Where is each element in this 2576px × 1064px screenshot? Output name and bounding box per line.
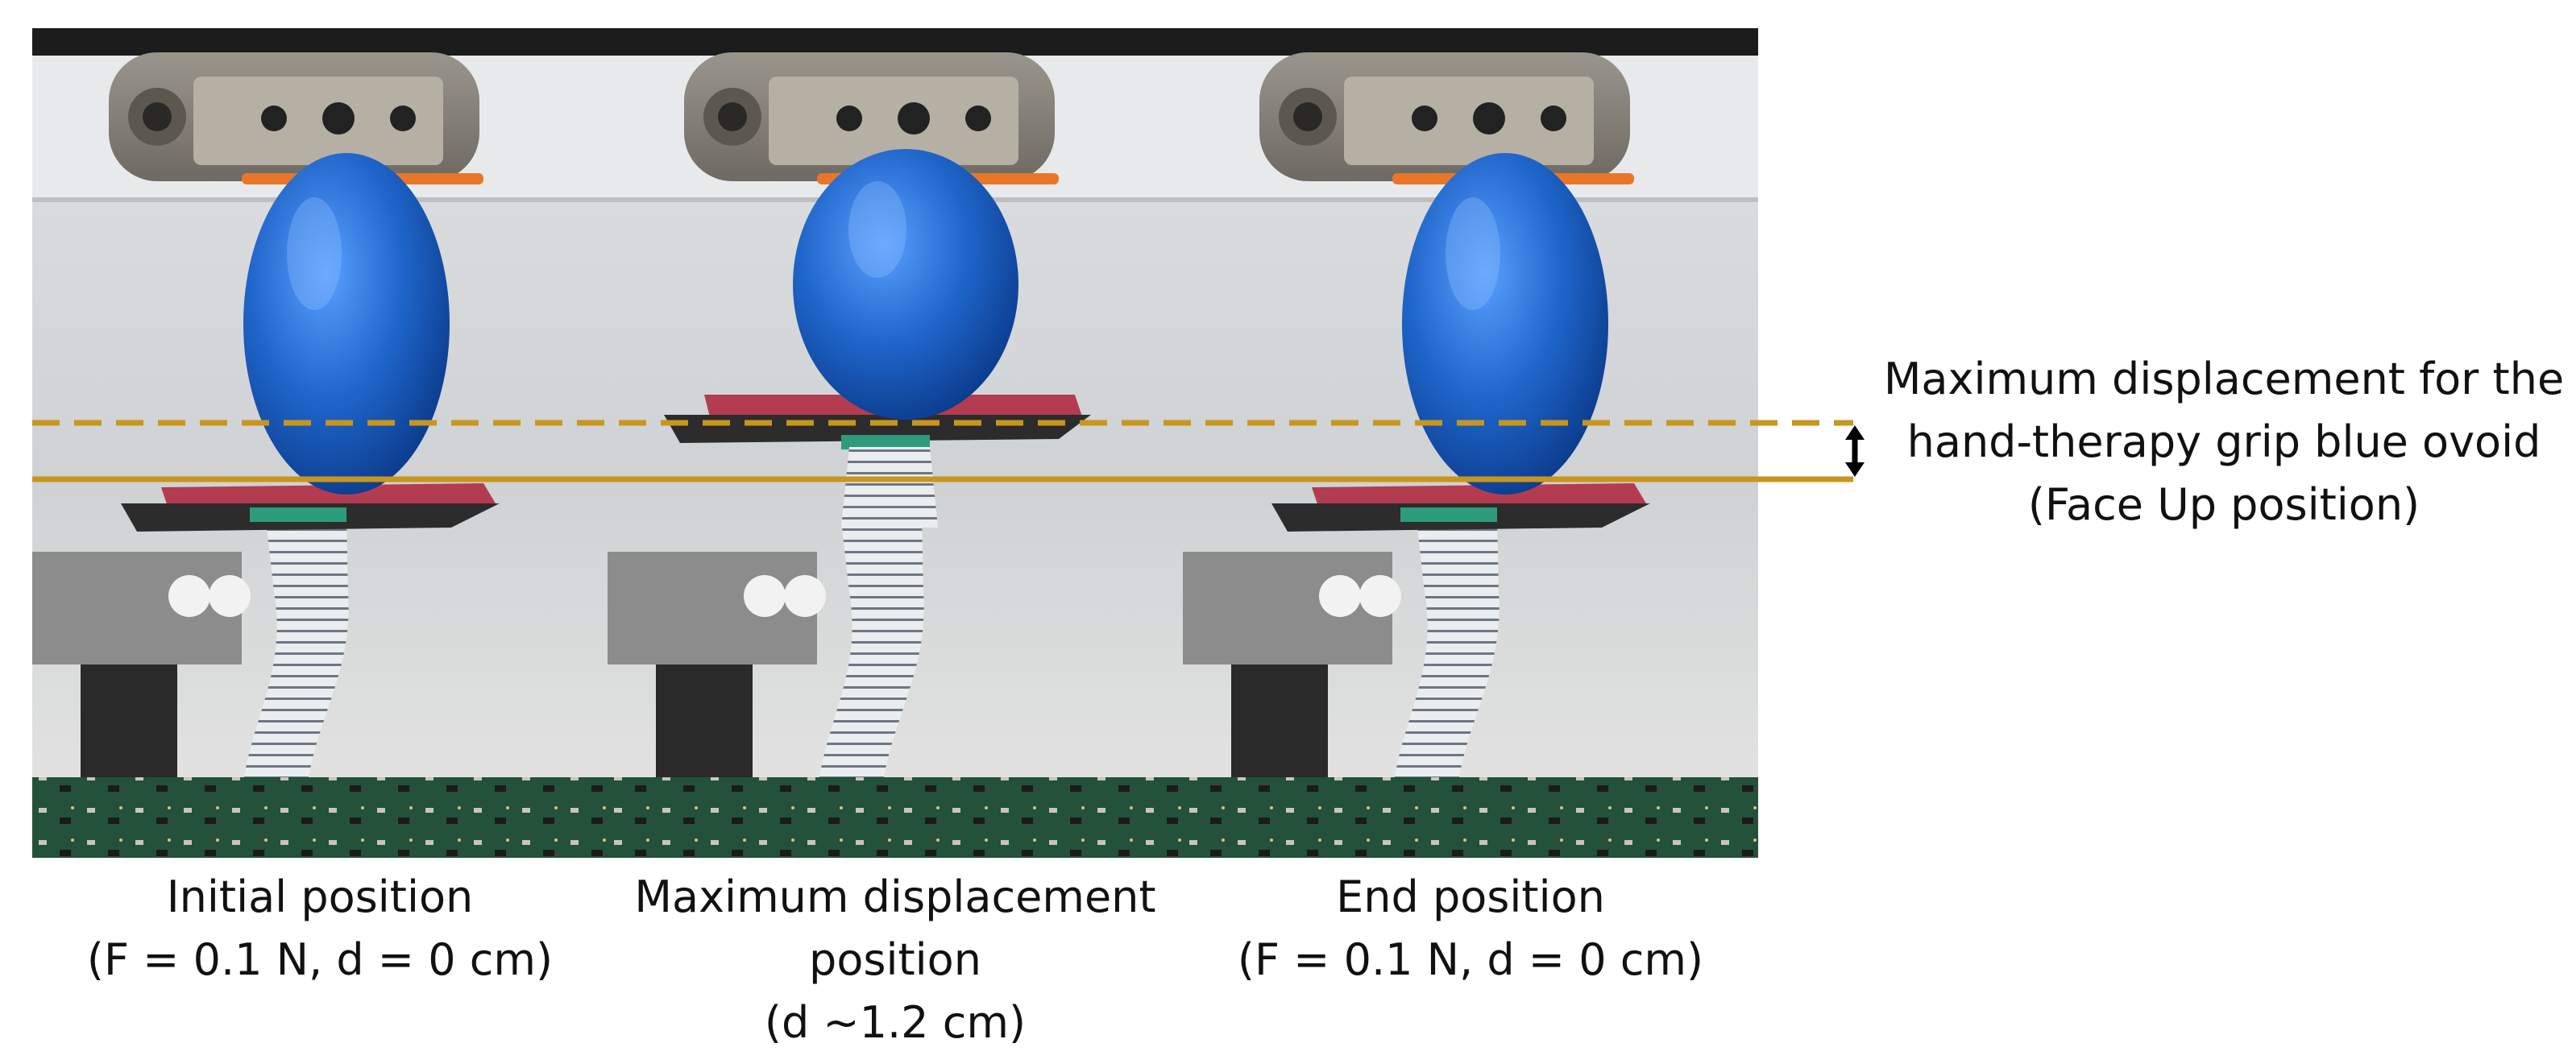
panel-initial-position — [32, 28, 608, 858]
caption-line: (F = 0.1 N, d = 0 cm) — [1237, 934, 1704, 985]
caption-line: Maximum displacement — [634, 871, 1156, 922]
blue-ovoid — [1402, 153, 1608, 495]
caption-max-displacement: Maximum displacement position (d ~1.2 cm… — [608, 866, 1183, 1054]
blue-ovoid — [793, 149, 1018, 420]
annotation-line: hand-therapy grip blue ovoid — [1906, 416, 2541, 467]
annotation-line: (Face Up position) — [2027, 479, 2420, 530]
caption-line: Initial position — [166, 871, 474, 922]
caption-line: position — [809, 934, 981, 985]
caption-initial-position: Initial position (F = 0.1 N, d = 0 cm) — [32, 866, 608, 992]
caption-line: (F = 0.1 N, d = 0 cm) — [86, 934, 554, 985]
displacement-arrow — [1845, 425, 1865, 477]
caption-end-position: End position (F = 0.1 N, d = 0 cm) — [1183, 866, 1758, 992]
caption-line: (d ~1.2 cm) — [764, 997, 1027, 1048]
caption-line: End position — [1336, 871, 1605, 922]
annotation-max-displacement: Maximum displacement for the hand-therap… — [1877, 348, 2570, 536]
blue-ovoid — [243, 153, 450, 495]
panel-end-position — [1183, 28, 1758, 858]
annotation-line: Maximum displacement for the — [1883, 354, 2565, 404]
panel-max-displacement — [608, 28, 1183, 858]
